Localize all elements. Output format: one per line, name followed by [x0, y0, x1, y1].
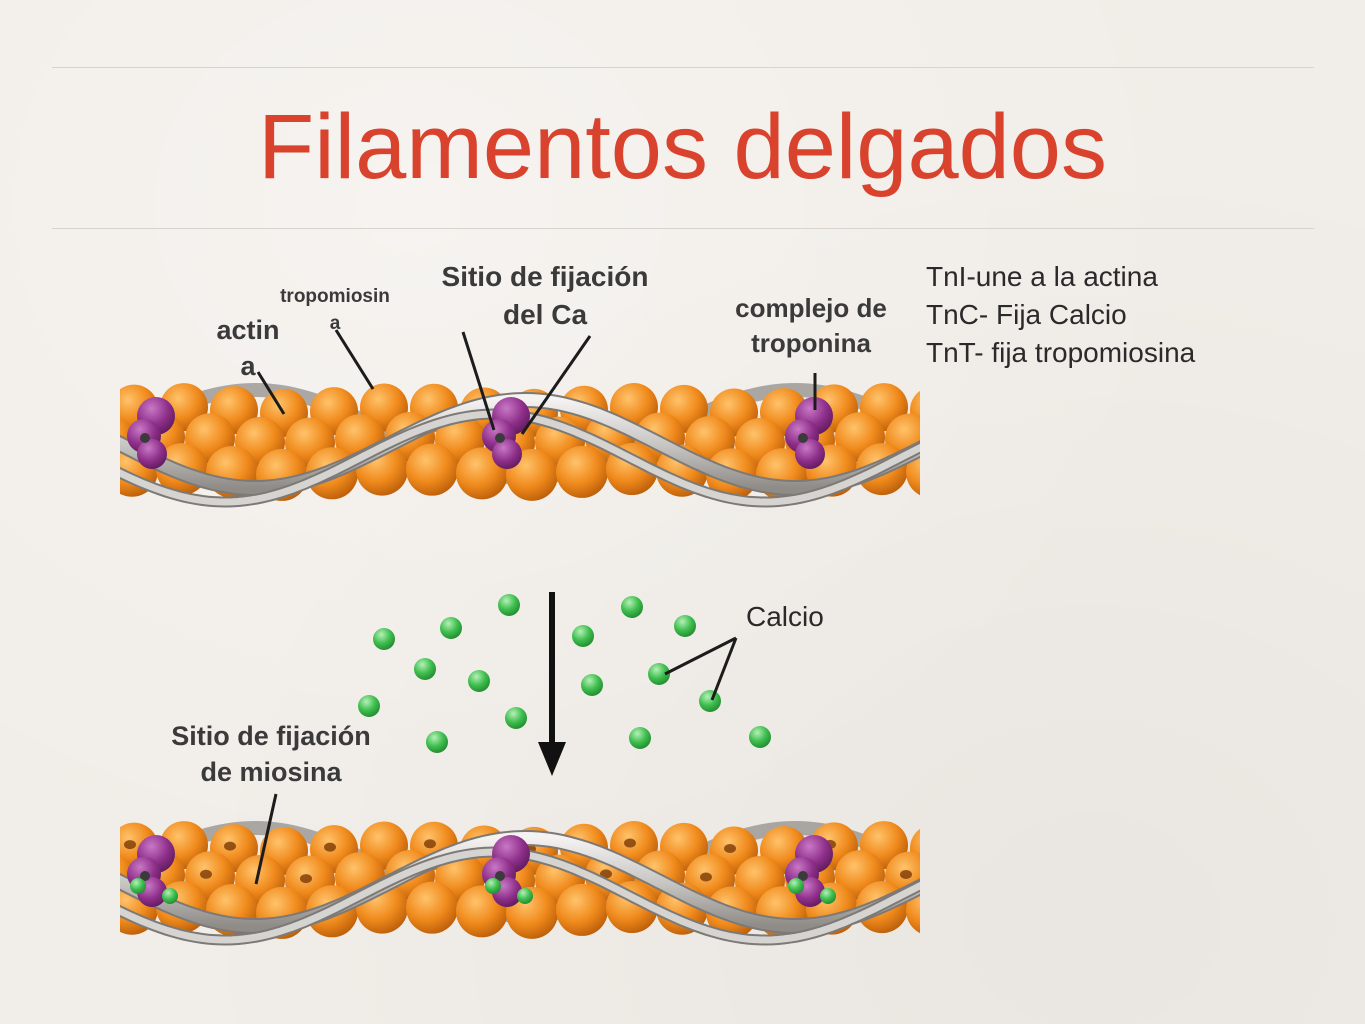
calcium-ion	[440, 617, 462, 639]
actin-bead	[406, 443, 458, 496]
bound-calcium	[485, 878, 501, 894]
label-actina: actin a	[216, 315, 280, 382]
calcium-ion	[498, 594, 520, 616]
calcium-ion	[699, 690, 721, 712]
leader-line	[664, 636, 737, 676]
calcium-ion	[468, 670, 490, 692]
subunit-tnc: TnC- Fija Calcio	[926, 299, 1127, 330]
actin-bead	[556, 445, 608, 498]
myosin-binding-site	[600, 869, 612, 879]
bound-calcium	[788, 878, 804, 894]
myosin-binding-site	[900, 869, 912, 879]
myosin-binding-site	[924, 842, 936, 851]
calcium-ion	[648, 663, 670, 685]
troponin-core	[798, 433, 808, 443]
leader-line	[710, 637, 738, 701]
myosin-binding-site	[724, 844, 736, 854]
troponin-core	[495, 433, 505, 443]
leader-lines	[254, 329, 817, 885]
troponin-complex	[137, 439, 167, 469]
calcium-ion	[572, 625, 594, 647]
bound-calcium	[130, 878, 146, 894]
myosin-binding-site	[624, 838, 636, 848]
myosin-binding-site	[300, 874, 312, 884]
myosin-binding-site	[100, 872, 112, 881]
calcium-ion	[674, 615, 696, 637]
bound-calcium	[820, 888, 836, 904]
subunit-tnt: TnT- fija tropomiosina	[926, 337, 1196, 368]
troponin-subunit-list: TnI-une a la actina TnC- Fija Calcio TnT…	[926, 258, 1195, 372]
myosin-binding-site	[124, 840, 136, 850]
calcium-ion	[629, 727, 651, 749]
myosin-binding-site	[424, 839, 436, 849]
leader-line	[520, 335, 592, 435]
actin-bead	[556, 883, 608, 936]
filament-inactive	[120, 382, 920, 508]
troponin-core	[798, 871, 808, 881]
slide-title: Filamentos delgados	[258, 96, 1107, 198]
calcium-ion	[373, 628, 395, 650]
leader-line	[461, 331, 496, 431]
label-complejo-troponina: complejo de troponina	[735, 293, 887, 359]
filament-active	[100, 820, 936, 946]
leader-line	[334, 329, 375, 390]
subunit-tni: TnI-une a la actina	[926, 261, 1158, 292]
myosin-binding-site	[324, 842, 336, 852]
calcium-ions	[358, 594, 771, 753]
leader-line	[256, 371, 286, 415]
calcium-ion	[749, 726, 771, 748]
calcium-ion	[505, 707, 527, 729]
top-divider	[52, 67, 1314, 68]
bound-calcium	[162, 888, 178, 904]
calcium-ion	[414, 658, 436, 680]
troponin-core	[140, 433, 150, 443]
leader-line	[254, 793, 278, 885]
calcium-ion	[358, 695, 380, 717]
label-calcio: Calcio	[746, 601, 824, 632]
bound-calcium	[517, 888, 533, 904]
myosin-binding-site	[224, 841, 236, 851]
troponin-complex	[795, 439, 825, 469]
transition-arrow	[538, 592, 566, 776]
actin-bead	[406, 881, 458, 934]
calcium-ion	[621, 596, 643, 618]
troponin-core	[140, 871, 150, 881]
title-divider	[52, 228, 1314, 229]
label-sitio-fijacion-miosina: Sitio de fijación de miosina	[171, 721, 371, 788]
troponin-complex	[492, 439, 522, 469]
troponin-core	[495, 871, 505, 881]
myosin-binding-site	[700, 872, 712, 882]
label-tropomiosina: tropomiosin a	[280, 286, 390, 334]
label-sitio-fijacion-calcio: Sitio de fijación del Ca	[441, 261, 649, 330]
calcium-ion	[426, 731, 448, 753]
myosin-binding-site	[200, 869, 212, 879]
calcium-ion	[581, 674, 603, 696]
